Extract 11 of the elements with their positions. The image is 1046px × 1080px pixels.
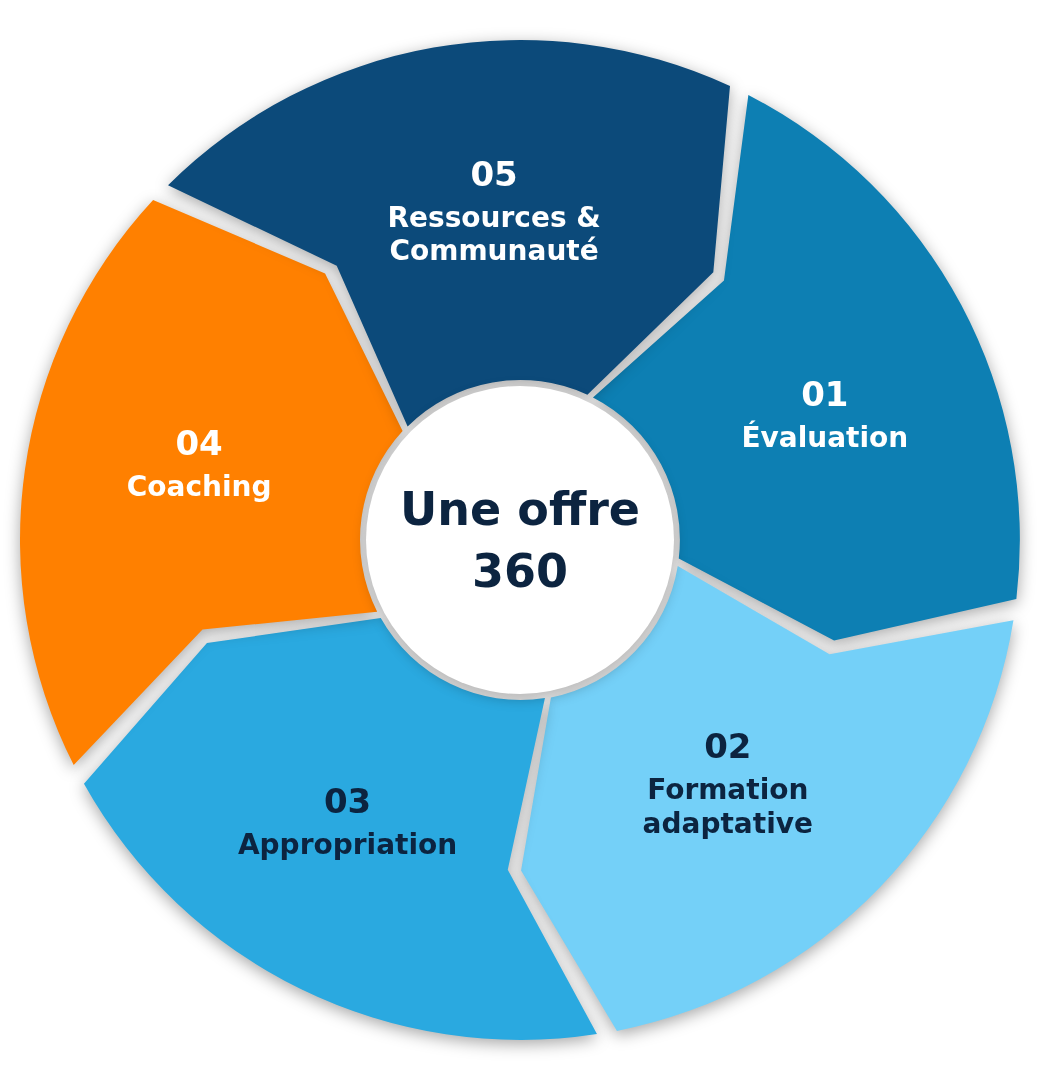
step-title: Coaching [125, 469, 273, 504]
step-title: Appropriation [236, 828, 459, 862]
step-title: Formation adaptative [641, 773, 814, 841]
step-number: 02 [704, 726, 752, 768]
step-title: Évaluation [740, 420, 910, 455]
step-number: 03 [323, 781, 372, 823]
step-number: 05 [470, 154, 518, 195]
step-number: 01 [801, 373, 849, 415]
step-title: Ressources & Communauté [386, 200, 602, 268]
step-number: 04 [175, 422, 223, 464]
center-title: Une offre 360 [398, 480, 642, 600]
